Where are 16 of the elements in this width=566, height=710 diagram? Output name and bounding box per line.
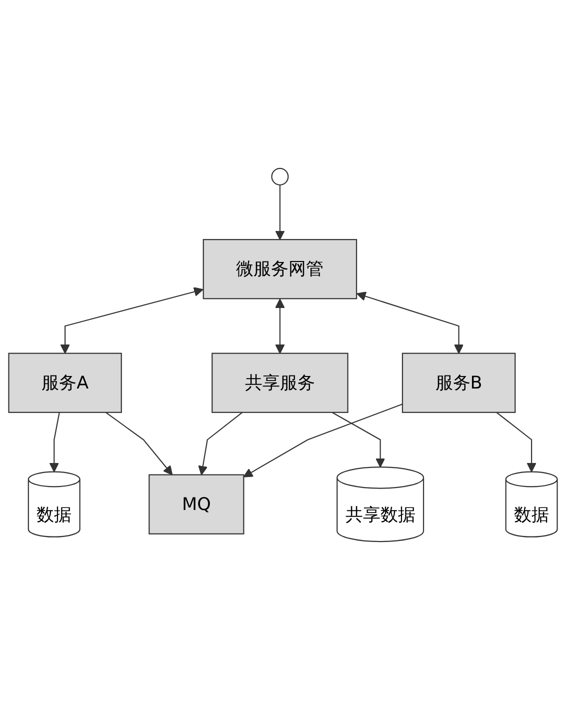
node-box: 服务B [402,352,516,413]
node-box: 微服务网管 [202,239,358,300]
node-box: MQ [148,474,244,534]
arrow [198,412,243,476]
arrow [105,412,173,476]
arrow [243,404,403,478]
arrow [49,412,60,472]
node-box: 共享服务 [212,352,348,413]
node-person [271,168,289,186]
arrow [60,287,204,354]
arrow [275,298,285,354]
arrow [496,412,536,472]
arrow [356,292,464,354]
arrow [275,184,285,240]
arrow [332,412,386,468]
node-box: 服务A [8,352,122,413]
